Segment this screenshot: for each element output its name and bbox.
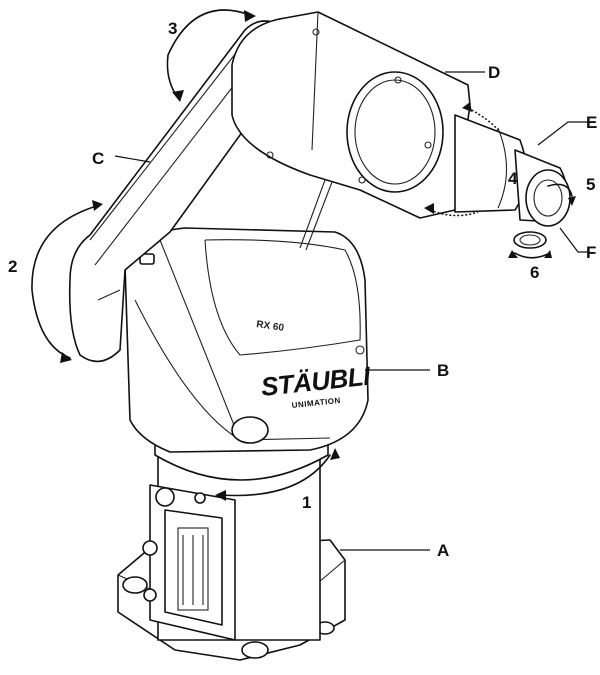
leader-line-f: [559, 227, 590, 253]
axis-3-arrow: [166, 9, 256, 102]
robot-base: [117, 419, 346, 661]
part-label-d: D: [488, 63, 500, 82]
leader-line-c: [114, 155, 151, 163]
axis-label-1: 1: [302, 493, 311, 512]
axis-5-arrow: [547, 183, 576, 206]
axis-label-4: 4: [508, 169, 518, 188]
axis-label-5: 5: [586, 175, 595, 194]
robot-forearm: [231, 11, 471, 251]
part-label-c: C: [92, 149, 104, 168]
part-label-a: A: [437, 541, 449, 560]
part-label-f: F: [586, 243, 596, 262]
axis-1-arrow: [215, 448, 340, 501]
leader-line-e: [537, 121, 590, 146]
robot-shoulder: [124, 227, 369, 453]
axis-label-6: 6: [530, 263, 539, 282]
axis-label-3: 3: [168, 19, 177, 38]
part-label-e: E: [586, 113, 597, 132]
axis-label-2: 2: [8, 257, 17, 276]
axis-4-arrows: [424, 102, 499, 217]
part-label-b: B: [437, 361, 449, 380]
axis-2-arrow: [31, 200, 103, 363]
axis-6-arrow: [508, 250, 552, 259]
model-label: RX 60: [256, 319, 285, 334]
